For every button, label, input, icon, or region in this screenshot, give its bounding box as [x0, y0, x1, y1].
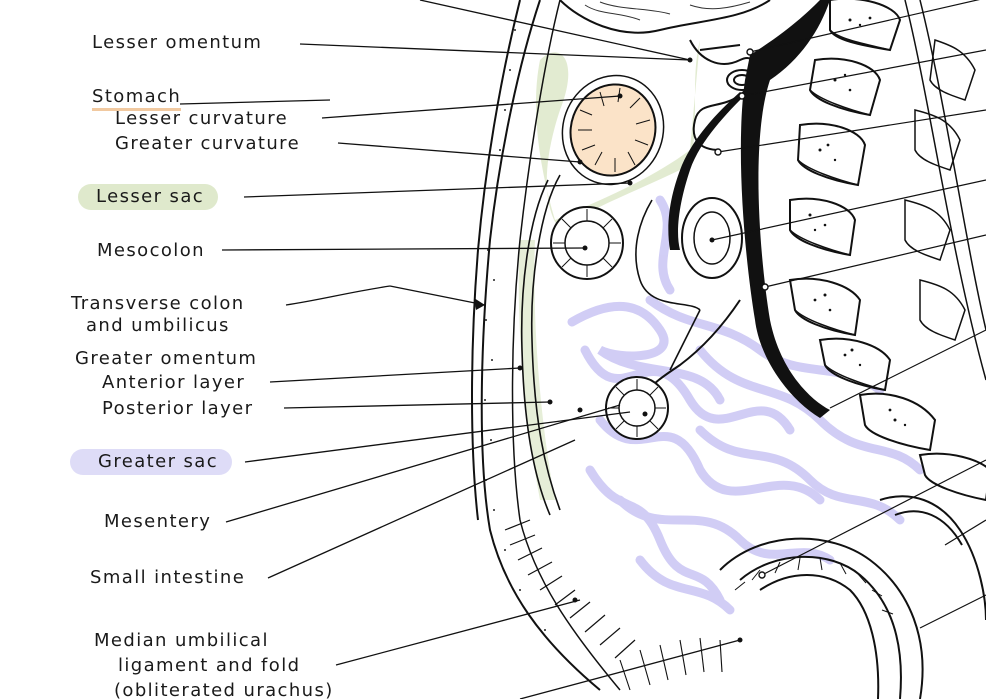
- stomach: [569, 83, 657, 177]
- label-transverse-colon: Transverse colon: [71, 293, 245, 314]
- leader-dots: [517, 57, 743, 643]
- liver: [559, 0, 771, 34]
- label-ligament-fold: ligament and fold: [118, 655, 301, 676]
- label-lesser-omentum: Lesser omentum: [92, 32, 263, 53]
- pelvic-organs: [719, 495, 986, 699]
- lesser-sac-shading: [535, 40, 700, 230]
- label-greater-curvature: Greater curvature: [115, 133, 301, 154]
- stomach-wall: [561, 74, 665, 186]
- open-dots: [714, 48, 769, 579]
- rectus-muscle: [504, 519, 636, 659]
- lower-wall-hatch: [619, 637, 723, 691]
- label-mesocolon: Mesocolon: [97, 240, 205, 261]
- transverse-colon-lumen: [564, 220, 610, 266]
- transverse-colon-folds: [553, 209, 621, 277]
- label-and-umbilicus: and umbilicus: [86, 315, 230, 336]
- leader-lines: [179, 0, 741, 699]
- lesser-sac-strip: [518, 240, 555, 500]
- right-leader-lines: [711, 0, 986, 629]
- bladder-striations: [734, 557, 894, 615]
- label-lesser-curvature: Lesser curvature: [115, 108, 289, 129]
- black-band-left: [668, 92, 745, 250]
- label-greater-omentum: Greater omentum: [75, 348, 258, 369]
- spinal-canal: [904, 0, 986, 381]
- label-greater-sac: Greater sac: [70, 449, 233, 475]
- label-obliterated-urachus: (obliterated urachus): [114, 680, 334, 699]
- vertebra-stipple: [808, 16, 907, 427]
- label-median-umbilical: Median umbilical: [94, 630, 269, 651]
- label-small-intestine: Small intestine: [90, 567, 246, 588]
- label-anterior-layer: Anterior layer: [102, 372, 246, 393]
- arrowhead: [474, 298, 485, 310]
- stomach-rugae: [578, 87, 651, 172]
- label-mesentery: Mesentery: [104, 511, 212, 532]
- liver-texture: [584, 1, 751, 21]
- label-lesser-sac: Lesser sac: [78, 184, 219, 210]
- label-posterior-layer: Posterior layer: [102, 398, 254, 419]
- aorta: [740, 0, 830, 418]
- small-intestine-lumen: [618, 389, 656, 427]
- omentum-layers: [520, 174, 701, 516]
- wall-stipple: [484, 29, 546, 631]
- label-stomach: Stomach: [92, 86, 182, 111]
